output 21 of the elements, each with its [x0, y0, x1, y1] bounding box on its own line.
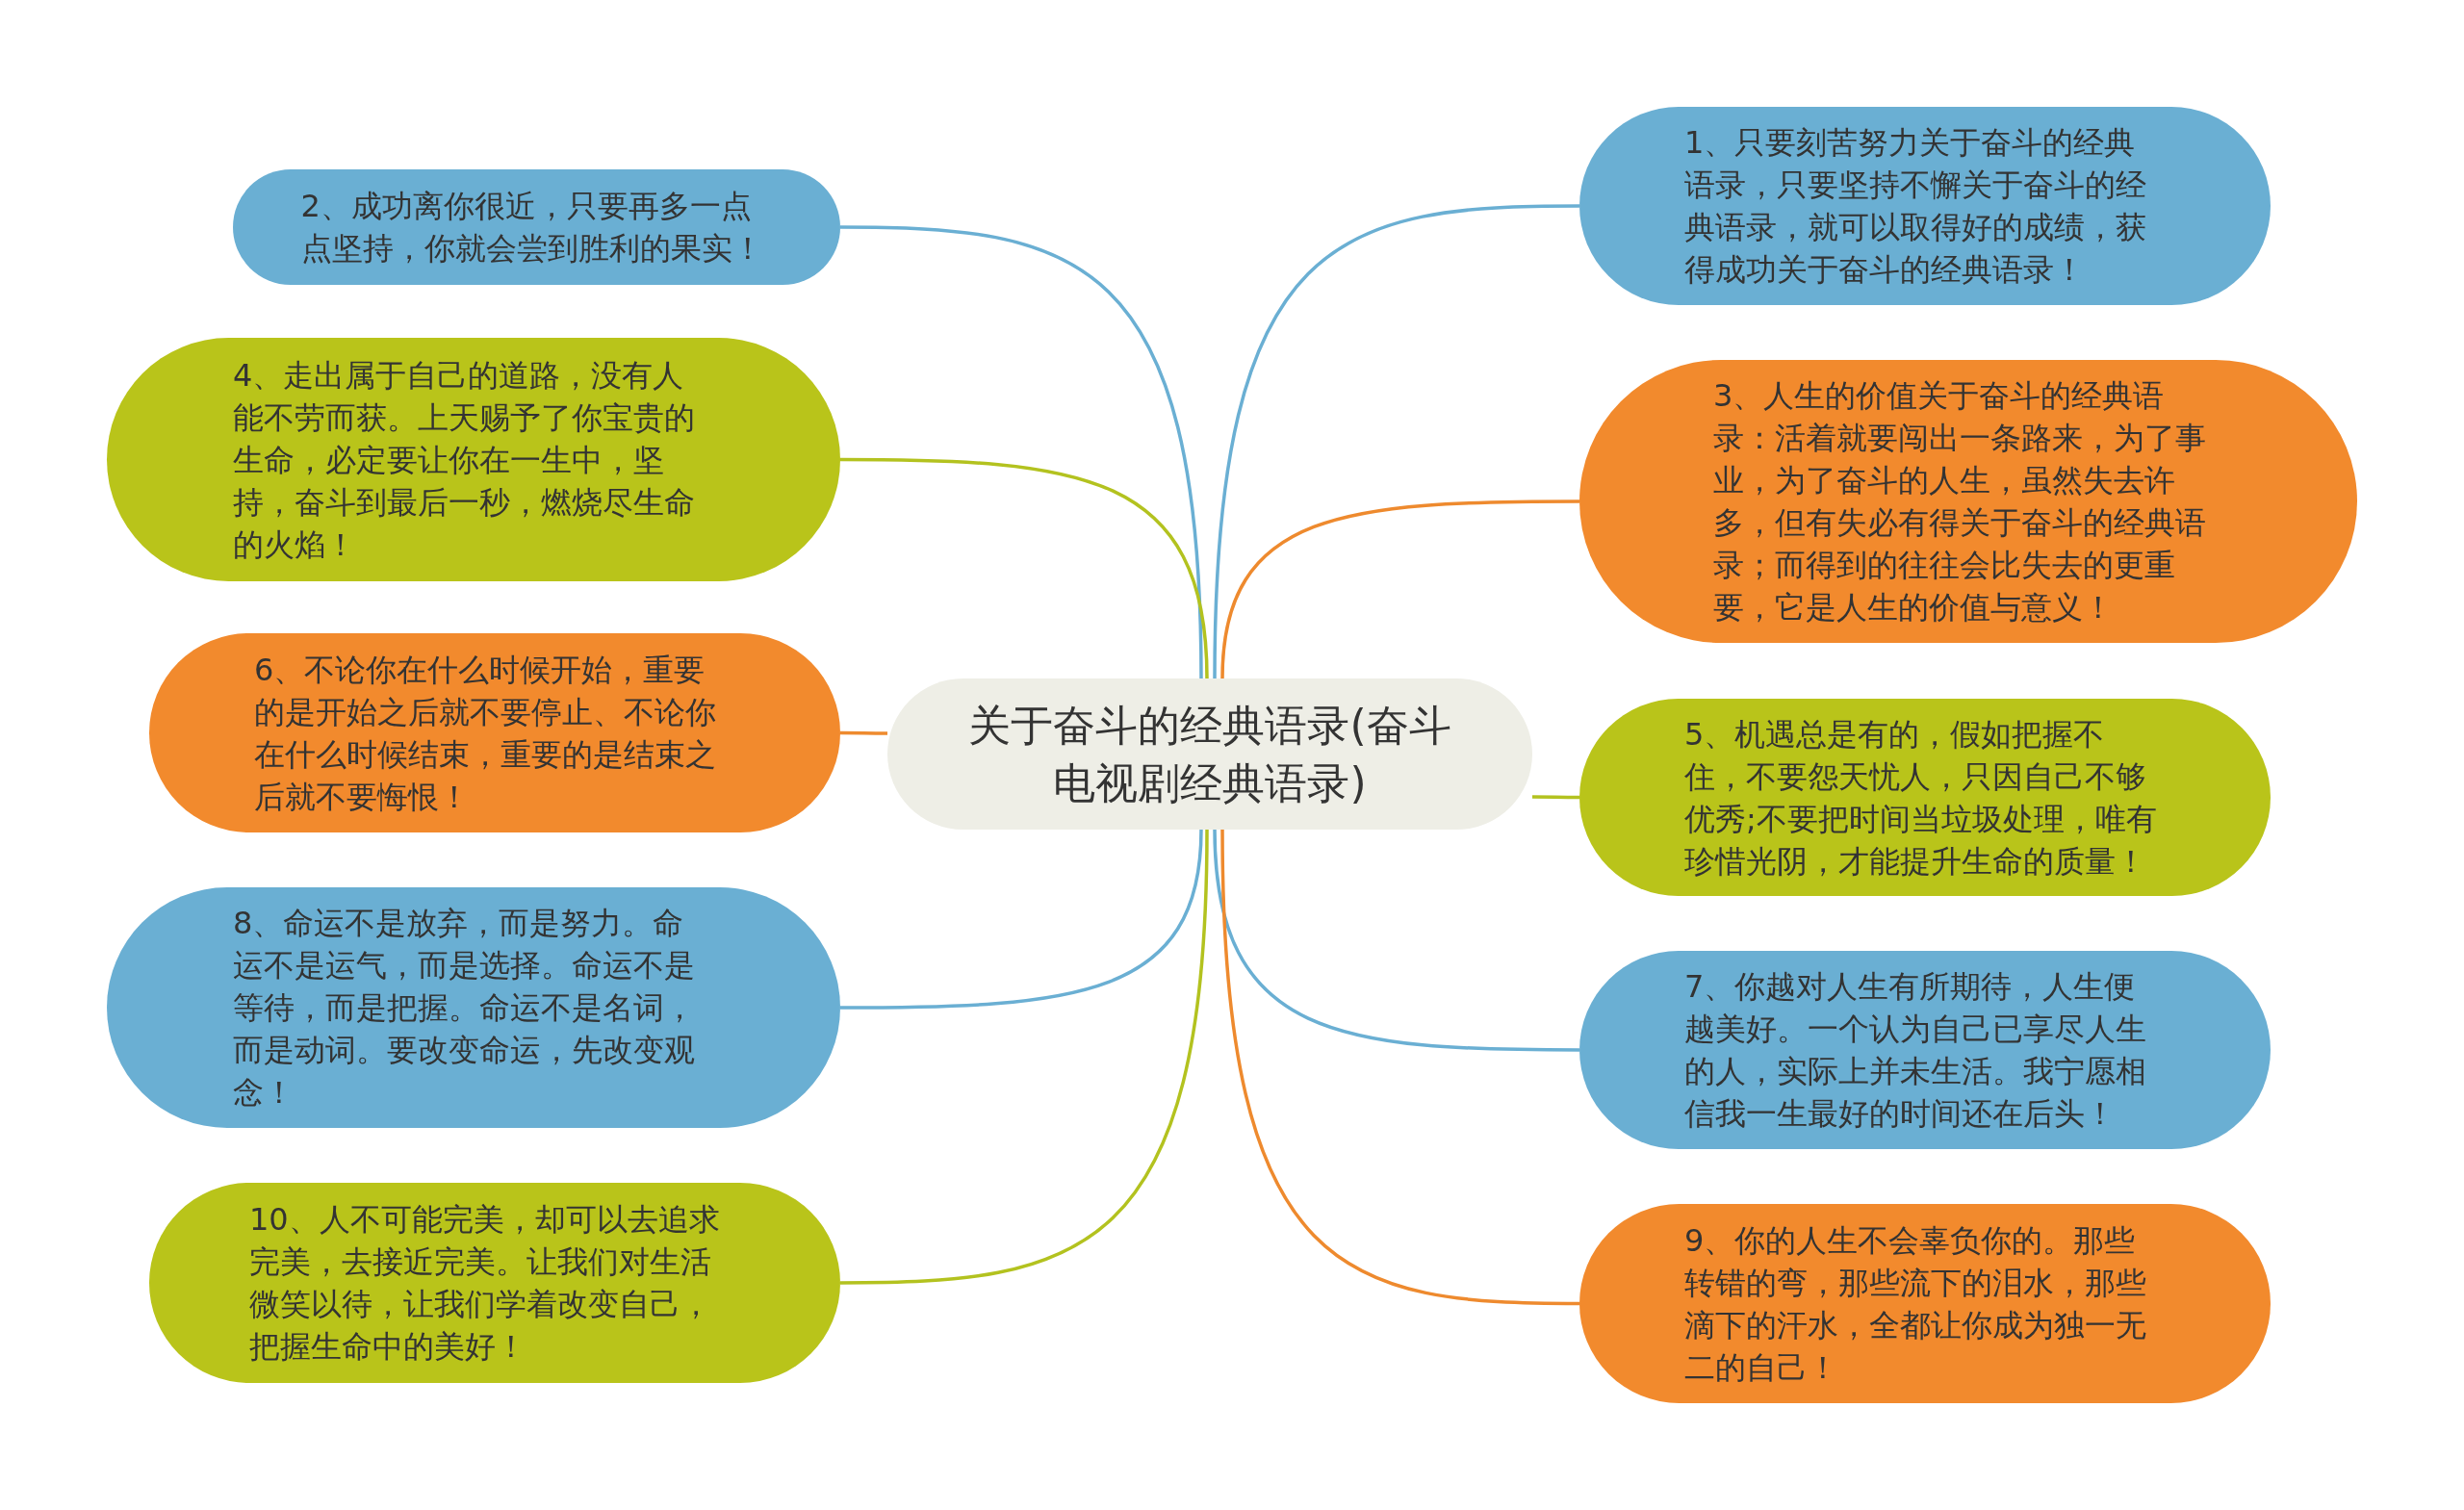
- connector: [839, 225, 1203, 679]
- connector: [1213, 204, 1580, 679]
- connector: [840, 829, 1203, 1010]
- connector: [1213, 829, 1579, 1052]
- quote-text: 6、不论你在什么时候开始，重要的是开始之后就不要停止、不论你在什么时候结束，重要的是结束之后就不要悔恨！: [254, 650, 717, 817]
- quote-text: 5、机遇总是有的，假如把握不住，不要怨天忧人，只因自己不够优秀;不要把时间当垃圾处理，唯有珍惜光阴，才能提升生命的质量！: [1684, 714, 2158, 882]
- quote-text: 3、人生的价值关于奋斗的经典语录：活着就要闯出一条路来，为了事业，为了奋斗的人生，虽然失去许多，但有失必有得关于奋斗的经典语录；而得到的往往会比失去的更重要，它是人生的价值与意义！: [1713, 376, 2207, 627]
- quote-text: 1、只要刻苦努力关于奋斗的经典语录，只要坚持不懈关于奋斗的经典语录，就可以取得好的成绩，获得成功关于奋斗的经典语录！: [1684, 123, 2147, 290]
- quote-text: 7、你越对人生有所期待，人生便越美好。一个认为自己已享尽人生的人，实际上并未生活。我宁愿相信我一生最好的时间还在后头！: [1684, 967, 2147, 1134]
- connector: [1220, 499, 1579, 679]
- connector: [839, 829, 1209, 1285]
- quote-text: 8、命运不是放弃，而是努力。命运不是运气，而是选择。命运不是等待，而是把握。命运不是名词，而是动词。要改变命运，先改变观念！: [233, 904, 696, 1113]
- title-text: 关于奋斗的经典语录(奋斗电视剧经典语录): [967, 699, 1452, 809]
- quote-text: 9、你的人生不会辜负你的。那些转错的弯，那些流下的泪水，那些滴下的汗水，全都让你成为独一无二的自己！: [1684, 1220, 2147, 1388]
- connector: [840, 730, 887, 735]
- quote-text: 4、走出属于自己的道路，没有人能不劳而获。上天赐予了你宝贵的生命，必定要让你在一生中，坚持，奋斗到最后一秒，燃烧尽生命的火焰！: [233, 355, 696, 565]
- quote-text: 2、成功离你很近，只要再多一点点坚持，你就会尝到胜利的果实！: [300, 187, 764, 269]
- connector: [1220, 829, 1580, 1306]
- connector: [840, 457, 1209, 679]
- connector: [1532, 795, 1579, 800]
- quote-text: 10、人不可能完美，却可以去追求完美，去接近完美。让我们对生活微笑以待，让我们学着改变自己，把握生命中的美好！: [249, 1200, 721, 1367]
